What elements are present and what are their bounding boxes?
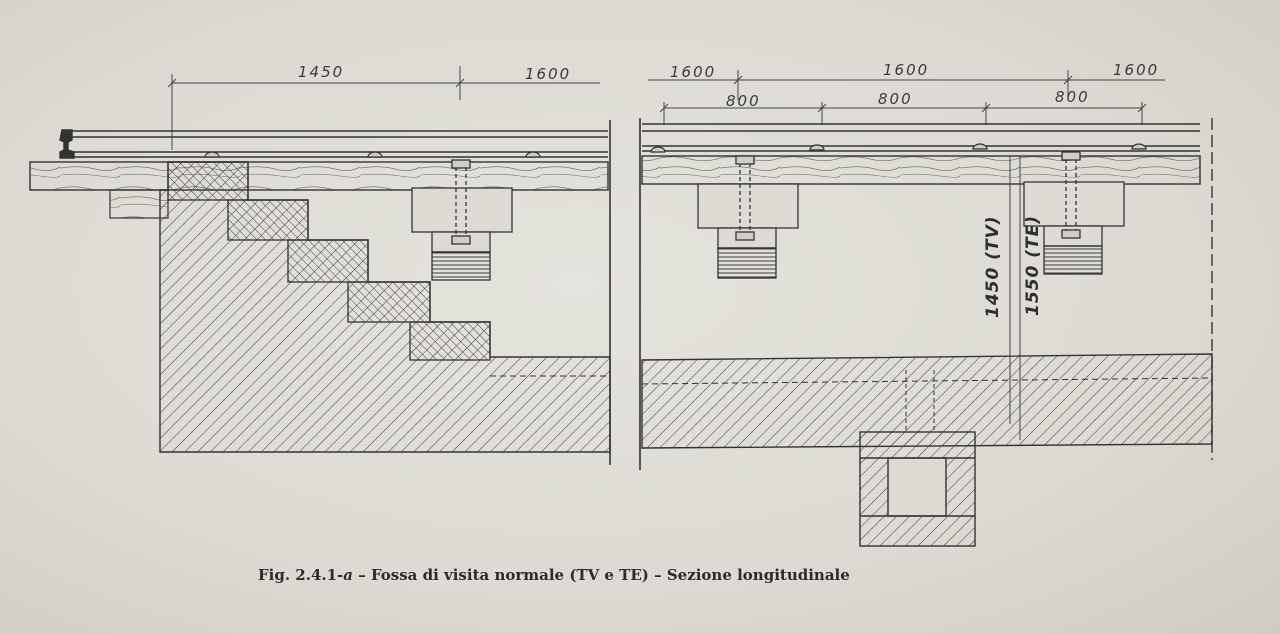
right-dim-1600-right: 1600 xyxy=(1113,61,1159,79)
right-dim-800-3: 800 xyxy=(1055,88,1090,106)
right-dim-800-2: 800 xyxy=(878,90,913,108)
figure-title: – Fossa di visita normale (TV e TE) – Se… xyxy=(353,566,850,584)
right-dim-1550-te: 1550 (TE) xyxy=(1023,215,1043,316)
right-dim-1450-tv: 1450 (TV) xyxy=(983,215,1003,318)
right-rail-clips xyxy=(650,143,1147,153)
right-rail-support-block-1 xyxy=(697,155,799,279)
left-dim-1450: 1450 xyxy=(298,63,344,81)
left-dim-1600: 1600 xyxy=(525,65,571,83)
right-rail-support-block-2 xyxy=(1023,151,1125,275)
left-rail xyxy=(59,129,608,159)
figure-number: Fig. 2.4.1- xyxy=(258,566,344,584)
left-stair-treads xyxy=(167,161,491,361)
right-dim-1600-mid: 1600 xyxy=(883,61,929,79)
figure-caption: Fig. 2.4.1-a – Fossa di visita normale (… xyxy=(258,566,850,584)
left-rail-support-block xyxy=(411,159,513,281)
right-dim-800-1: 800 xyxy=(726,92,761,110)
left-section-view: 1450 1600 xyxy=(29,63,611,465)
right-dimension-lines xyxy=(648,70,1165,125)
figure-letter: a xyxy=(343,566,353,584)
right-longitudinal-timber xyxy=(641,155,1201,185)
right-rail xyxy=(642,123,1200,152)
right-section-view: 1600 1600 1600 800 800 800 xyxy=(639,61,1213,547)
left-longitudinal-timber xyxy=(29,161,609,191)
right-dim-1600-left: 1600 xyxy=(670,63,716,81)
left-rail-clips xyxy=(204,151,541,158)
right-drain-box xyxy=(859,431,976,547)
